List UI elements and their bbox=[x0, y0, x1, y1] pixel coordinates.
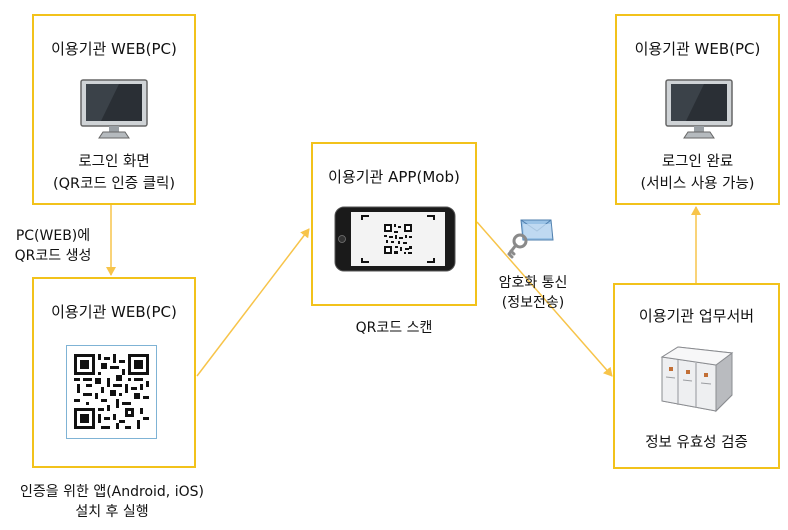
qr-generate-label-1: PC(WEB)에 bbox=[15, 228, 91, 244]
install-app-label-1: 인증을 위한 앱(Android, iOS) bbox=[20, 484, 204, 500]
encrypted-comm-label: 암호화 통신 (정보전송) bbox=[478, 273, 588, 313]
monitor-icon bbox=[80, 79, 148, 139]
qr-generate-label: PC(WEB)에 QR코드 생성 bbox=[2, 226, 104, 266]
web-login-caption-2: (QR코드 인증 클릭) bbox=[52, 176, 176, 192]
encrypted-comm-label-2: (정보전송) bbox=[501, 295, 565, 311]
app-box: 이용기관 APP(Mob) bbox=[311, 142, 477, 306]
qr-scan-label: QR코드 스캔 bbox=[355, 320, 433, 336]
web-qr-title: 이용기관 WEB(PC) bbox=[51, 303, 177, 321]
install-app-label-2: 설치 후 실행 bbox=[75, 504, 149, 520]
qr-code-frame bbox=[66, 345, 157, 439]
encrypted-comm-label-1: 암호화 통신 bbox=[498, 275, 568, 291]
server-caption: 정보 유효성 검증 bbox=[645, 435, 748, 451]
server-box: 이용기관 업무서버 정보 유효성 검증 bbox=[613, 283, 780, 469]
server-title: 이용기관 업무서버 bbox=[638, 307, 755, 325]
web-login-caption-1: 로그인 화면 bbox=[78, 154, 150, 170]
arrow-qr-to-app bbox=[196, 228, 310, 377]
qr-code-icon bbox=[74, 354, 149, 429]
web-done-caption-1: 로그인 완료 bbox=[661, 154, 734, 170]
arrow-app-to-server bbox=[476, 221, 613, 377]
qr-generate-label-2: QR코드 생성 bbox=[14, 248, 92, 264]
smartphone-qr-icon bbox=[334, 206, 456, 272]
encrypted-mail-icon bbox=[507, 219, 554, 259]
install-app-label: 인증을 위한 앱(Android, iOS) 설치 후 실행 bbox=[0, 482, 224, 522]
app-title: 이용기관 APP(Mob) bbox=[328, 168, 460, 186]
web-qr-box: 이용기관 WEB(PC) bbox=[32, 277, 196, 468]
web-done-box: 이용기관 WEB(PC) 로그인 완료 (서비스 사용 가능) bbox=[615, 14, 780, 205]
web-done-title: 이용기관 WEB(PC) bbox=[634, 40, 761, 58]
web-login-title: 이용기관 WEB(PC) bbox=[51, 40, 177, 58]
server-icon bbox=[660, 346, 734, 413]
web-done-caption-2: (서비스 사용 가능) bbox=[640, 176, 755, 192]
web-login-box: 이용기관 WEB(PC) 로그인 화면 (QR코드 인증 클릭) bbox=[32, 14, 196, 205]
monitor-icon bbox=[665, 79, 733, 139]
